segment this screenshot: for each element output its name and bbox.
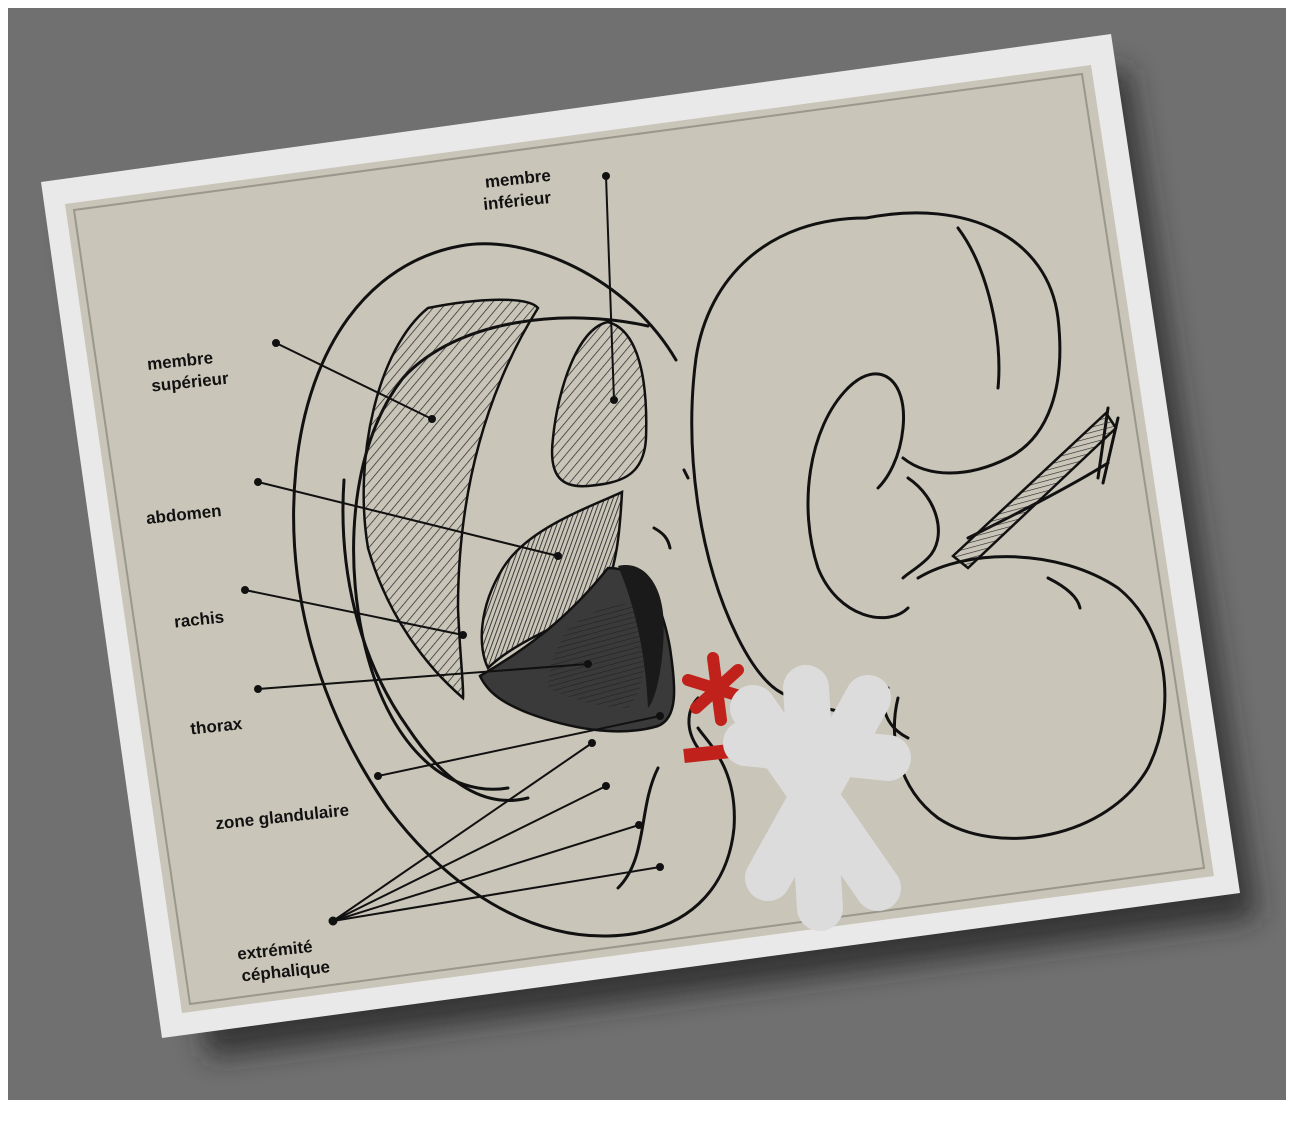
photo-background: membre inférieur membre supérieur abdome… <box>8 8 1286 1100</box>
ear-diagram-photo: membre inférieur membre supérieur abdome… <box>8 8 1286 1100</box>
